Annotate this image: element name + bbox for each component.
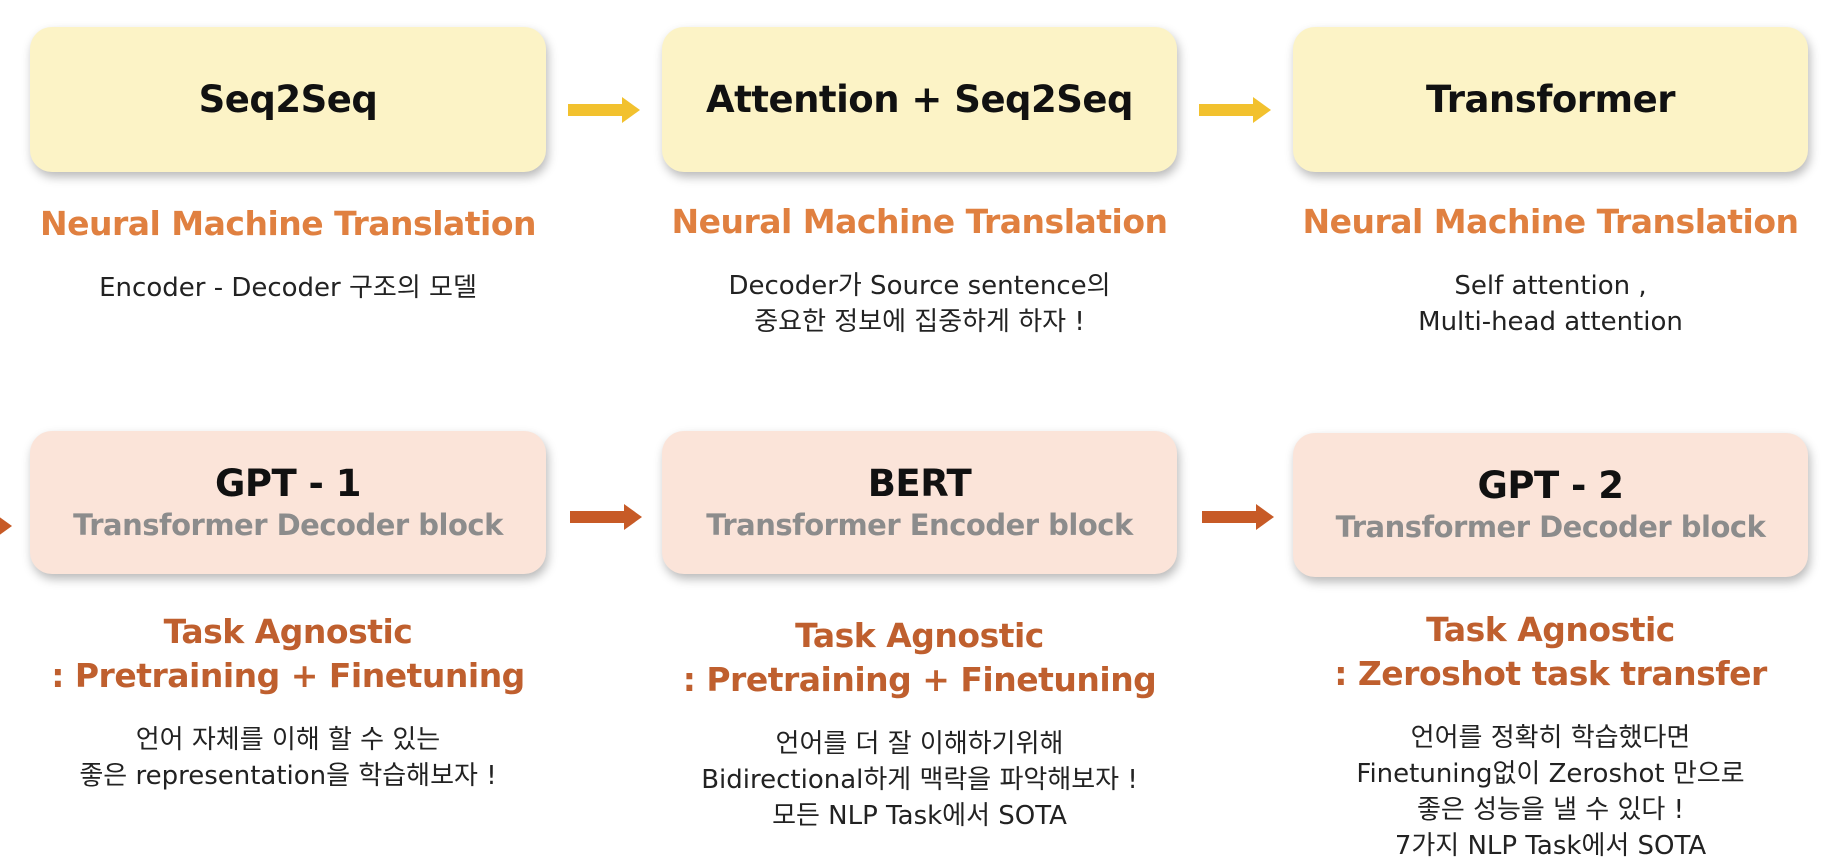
- nmt-heading-seq2seq: Neural Machine Translation: [39, 204, 537, 243]
- attention-seq2seq-card: Attention + Seq2Seq: [662, 27, 1177, 172]
- card-subtitle: Transformer Decoder block: [1335, 510, 1766, 544]
- gpt1-description: 언어 자체를 이해 할 수 있는 좋은 representation을 학습해보…: [79, 725, 497, 791]
- bert-description: 언어를 더 잘 이해하기위해 Bidirectional하게 맥락을 파악해보자…: [701, 729, 1138, 831]
- card-title: Transformer: [1426, 77, 1675, 121]
- transformer-description: Self attention , Multi-head attention: [1418, 271, 1683, 337]
- gpt2-task-heading: Task Agnostic : Zeroshot task transfer: [1334, 610, 1767, 693]
- card-title: BERT: [867, 461, 972, 505]
- card-subtitle: Transformer Encoder block: [706, 507, 1133, 542]
- arrow-right-icon: [568, 97, 640, 123]
- seq2seq-description: Encoder - Decoder 구조의 모델: [99, 273, 477, 303]
- seq2seq-card: Seq2Seq: [30, 27, 546, 172]
- bert-task-heading: Task Agnostic : Pretraining + Finetuning: [682, 616, 1157, 699]
- gpt2-card: GPT - 2 Transformer Decoder block: [1293, 433, 1808, 577]
- nmt-heading-attention: Neural Machine Translation: [671, 202, 1168, 241]
- gpt1-card: GPT - 1 Transformer Decoder block: [30, 431, 546, 574]
- arrow-right-icon: [570, 504, 642, 530]
- card-title: Attention + Seq2Seq: [705, 77, 1134, 121]
- arrow-right-icon: [0, 517, 12, 535]
- card-title: Seq2Seq: [198, 77, 378, 121]
- attention-description: Decoder가 Source sentence의 중요한 정보에 집중하게 하…: [728, 271, 1111, 337]
- bert-card: BERT Transformer Encoder block: [662, 431, 1177, 574]
- transformer-card: Transformer: [1293, 27, 1808, 172]
- arrow-right-icon: [1199, 97, 1271, 123]
- nmt-heading-transformer: Neural Machine Translation: [1302, 202, 1799, 241]
- gpt2-description: 언어를 정확히 학습했다면 Finetuning없이 Zeroshot 만으로 …: [1356, 723, 1745, 861]
- card-title: GPT - 1: [214, 461, 362, 505]
- gpt1-task-heading: Task Agnostic : Pretraining + Finetuning: [51, 612, 525, 695]
- card-title: GPT - 2: [1477, 464, 1624, 507]
- card-subtitle: Transformer Decoder block: [73, 507, 503, 542]
- arrow-right-icon: [1202, 504, 1274, 530]
